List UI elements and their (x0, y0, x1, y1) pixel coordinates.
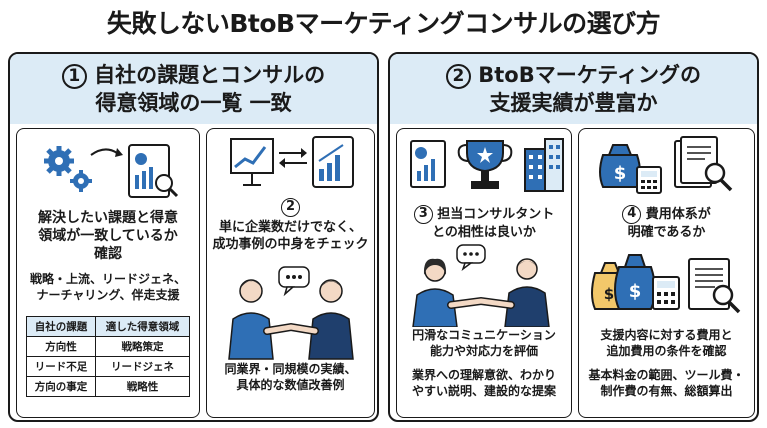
table-cell: 戦略性 (94, 376, 191, 397)
panel-number-2: 2 (445, 63, 471, 89)
card1-note: 戦略・上流、リードジェネ、 ナーチャリング、伴走支援 (17, 271, 199, 303)
card4-note-2: 基本料金の範囲、ツール費・ 制作費の有無、総額算出 (579, 367, 754, 399)
panel-heading-line2: 得意領域の一覧 一致 (95, 91, 292, 115)
panel-consultant-and-cost: 2 BtoBマーケティングの 支援実績が豊富か 3 担当コンサルタント (388, 52, 759, 422)
svg-text:$: $ (604, 285, 614, 303)
card4-text-line1-wrap: 4 費用体系が (579, 205, 754, 224)
table-cell: 方向の事定 (26, 376, 96, 397)
issue-domain-table: 自社の課題 適した得意領域 方向性 戦略策定 リード不足 リードジェネ 方向の事… (26, 316, 191, 397)
card4-note-line3: 基本料金の範囲、ツール費・ (588, 368, 745, 382)
card3-text-line1: 担当コンサルタント (437, 207, 555, 222)
card1-note-line2: ナーチャリング、伴走支援 (36, 288, 180, 302)
panel-heading-2: 2 BtoBマーケティングの (390, 61, 757, 89)
panel-heading-line1: 自社の課題とコンサルの (94, 63, 326, 87)
card4-note-line4: 制作費の有無、総額算出 (600, 384, 733, 398)
chart-exchange-icon (230, 136, 354, 188)
table-header: 自社の課題 (26, 316, 96, 337)
panel-number-1: 1 (61, 63, 87, 89)
table-cell: 戦略策定 (94, 336, 191, 357)
panel-heading-line2: 支援実績が豊富か (489, 91, 658, 115)
card3-main-text: 3 担当コンサルタント との相性は良いか (397, 205, 571, 241)
table-cell: 方向性 (26, 336, 96, 357)
money-bags-calculator-icon: $ $ (591, 254, 741, 314)
table-row: 方向性 戦略策定 (26, 336, 191, 357)
table-row: 方向の事定 戦略性 (26, 376, 191, 397)
card2-note-line1: 同業界・同規模の実績、 (224, 362, 357, 376)
table-row: リード不足 リードジェネ (26, 356, 191, 377)
report-trophy-building-icon (410, 138, 564, 192)
panel-heading-line1: BtoBマーケティングの (478, 63, 702, 87)
gears-report-icon (44, 144, 179, 198)
card-cost-structure: $ 4 費用体系が 明確であるか $ $ (578, 128, 755, 418)
card1-main-text: 解決したい課題と得意 領域が一致しているか 確認 (17, 209, 199, 263)
card3-note-2: 業界への理解意欲、わかり やすい説明、建設的な提案 (397, 367, 571, 399)
card3-text-line1-wrap: 3 担当コンサルタント (397, 205, 571, 224)
card-consultant-fit: 3 担当コンサルタント との相性は良いか 円滑なコミュニケーション 能力や対応力… (396, 128, 572, 418)
card4-text-line2: 明確であるか (627, 225, 706, 240)
money-documents-icon: $ (599, 136, 733, 194)
card2-text-line1: 単に企業数だけでなく、 (218, 220, 362, 235)
card4-text-line1: 費用体系が (645, 207, 711, 222)
panel-heading-1: 1 自社の課題とコンサルの (10, 61, 377, 89)
card3-note-line2: 能力や対応力を評価 (429, 344, 538, 358)
card3-note-line3: 業界への理解意欲、わかり (411, 368, 556, 382)
panel-fit-and-track-record: 1 自社の課題とコンサルの 得意領域の一覧 一致 解決したい課題と得意 (8, 52, 379, 422)
page-title: 失敗しないBtoBマーケティングコンサルの選び方 (106, 9, 661, 38)
svg-text:$: $ (629, 281, 642, 302)
table-header: 適した得意領域 (94, 316, 191, 337)
card4-note-line1: 支援内容に対する費用と (600, 328, 733, 342)
card4-number: 4 (622, 205, 642, 224)
number-badge-2: 2 (207, 197, 374, 217)
card-success-cases: 2 単に企業数だけでなく、 成功事例の中身をチェック 同業界・同規模の実績、 具… (206, 128, 375, 418)
table-cell: リードジェネ (94, 356, 191, 377)
card2-text-line2: 成功事例の中身をチェック (212, 237, 369, 252)
card4-main-text: 4 費用体系が 明確であるか (579, 205, 754, 241)
card2-note: 同業界・同規模の実績、 具体的な数値改善例 (207, 361, 374, 393)
card1-text-line1: 解決したい課題と得意 (38, 210, 178, 226)
table-header-row: 自社の課題 適した得意領域 (26, 316, 191, 337)
card3-note-line4: やすい説明、建設的な提案 (411, 384, 556, 398)
card3-note-line1: 円滑なコミュニケーション (412, 328, 556, 342)
card2-number: 2 (281, 198, 300, 217)
card2-main-text: 単に企業数だけでなく、 成功事例の中身をチェック (207, 219, 374, 253)
consultant-handshake-illustration (412, 244, 550, 327)
svg-text:$: $ (614, 163, 627, 184)
panel-header-1: 1 自社の課題とコンサルの 得意領域の一覧 一致 (10, 54, 377, 124)
card1-text-line3: 確認 (94, 246, 122, 262)
card3-text-line2: との相性は良いか (432, 225, 536, 240)
handshake-meeting-illustration (228, 266, 354, 360)
card1-note-line1: 戦略・上流、リードジェネ、 (29, 272, 186, 286)
table-cell: リード不足 (26, 356, 96, 377)
card1-text-line2: 領域が一致しているか (38, 228, 178, 244)
card3-number: 3 (413, 205, 433, 224)
card4-note-line2: 追加費用の条件を確認 (606, 344, 727, 358)
card4-note: 支援内容に対する費用と 追加費用の条件を確認 (579, 327, 754, 359)
card2-note-line2: 具体的な数値改善例 (236, 378, 345, 392)
card3-note: 円滑なコミュニケーション 能力や対応力を評価 (397, 327, 571, 359)
panel-header-2: 2 BtoBマーケティングの 支援実績が豊富か (390, 54, 757, 124)
